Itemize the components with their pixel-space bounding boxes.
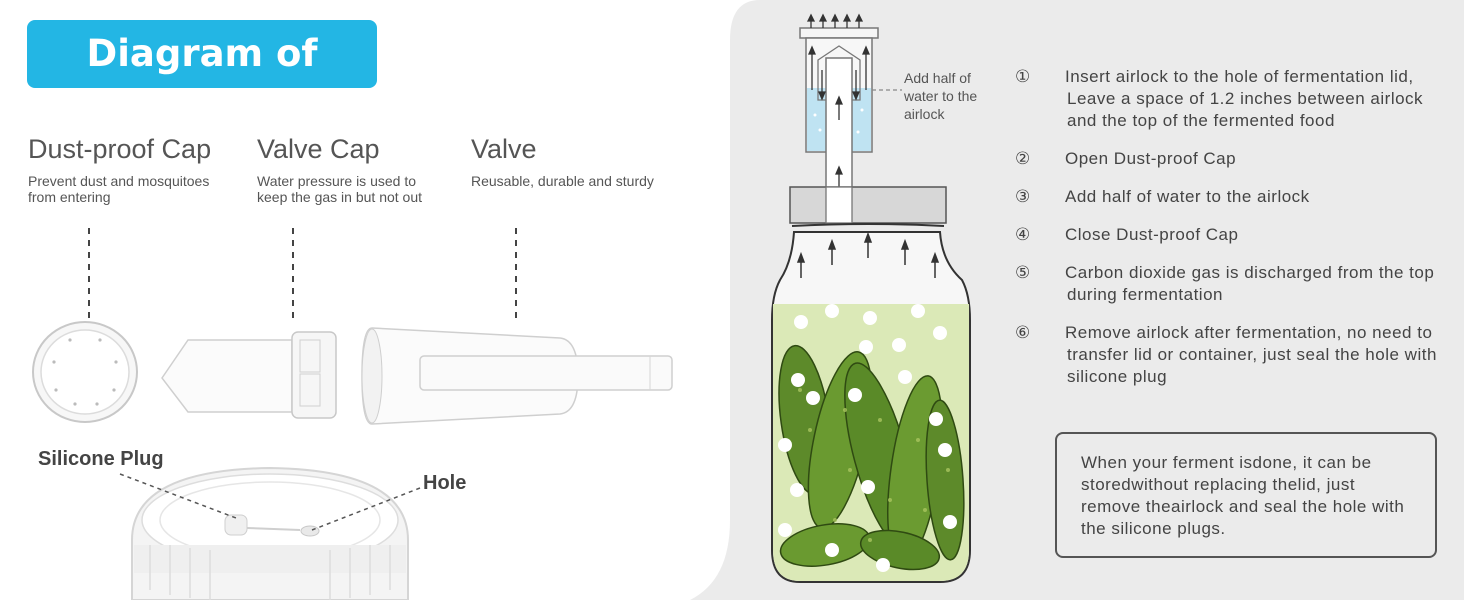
fermentation-lid-image xyxy=(131,466,409,600)
airlock-image xyxy=(799,13,879,209)
valve-heading: Valve xyxy=(471,134,537,164)
dust-proof-cap-heading: Dust-proof Cap xyxy=(28,134,212,164)
valve-cap-image xyxy=(161,331,337,419)
storage-note: When your ferment isdone, it can be stor… xyxy=(1055,432,1437,558)
valve-image xyxy=(361,327,673,425)
silicone-plug-label: Silicone Plug xyxy=(38,448,164,470)
hole-label: Hole xyxy=(423,472,467,494)
add-water-label: Add half of water to the airlock xyxy=(904,70,978,122)
airlock-parts-illustration xyxy=(32,228,673,600)
page-title: Diagram of Airlock xyxy=(27,20,377,143)
valve-desc: Reusable, durable and sturdy xyxy=(471,173,654,189)
dust-proof-cap-image xyxy=(32,321,138,423)
valve-cap-heading: Valve Cap xyxy=(257,134,380,164)
